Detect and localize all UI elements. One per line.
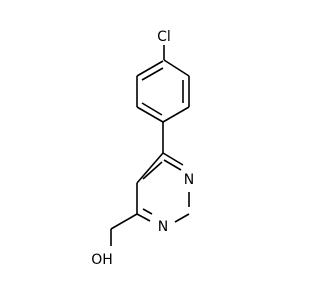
- bond-c1-c2: [163, 59, 190, 77]
- pyrimidine-ring: [136, 152, 190, 223]
- bond-n3-c4p: [136, 213, 151, 222]
- hydroxyl-label: OH: [91, 252, 113, 268]
- chlorophenyl-ring: [136, 45, 190, 123]
- bond-c6p-n1-inner: [163, 159, 182, 171]
- nitrogen-upper-label: N: [184, 172, 194, 188]
- bond-c4-c5: [136, 106, 164, 123]
- nitrogen-lower-label: N: [158, 219, 168, 235]
- bond-c4p-ch2: [110, 213, 138, 230]
- bond-c2p-n3: [174, 213, 190, 223]
- bond-c5p-c6p-inner: [142, 161, 163, 180]
- bond-n3-c4p-inner: [142, 208, 153, 215]
- bond-c6p-n1: [162, 152, 184, 166]
- bond-c6-c1-inner: [141, 67, 164, 81]
- bond-c4-c5-inner: [141, 102, 163, 116]
- bond-c3-c4: [162, 106, 190, 123]
- chemical-structure-diagram: Cl N N OH: [91, 29, 194, 268]
- chlorine-label: Cl: [157, 29, 171, 45]
- bond-c5p-c6p: [136, 152, 164, 184]
- bond-c6-c1: [136, 60, 164, 77]
